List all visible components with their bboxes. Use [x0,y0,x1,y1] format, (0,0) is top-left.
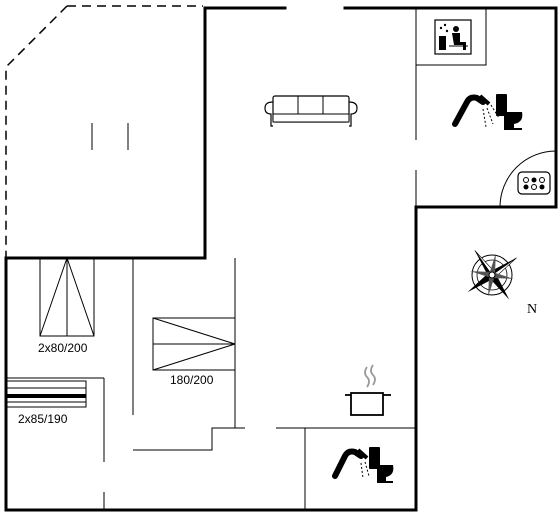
bed-2x80-200 [39,257,95,337]
bed-180-200 [152,317,236,371]
dashed-outline [5,5,203,258]
toilet-icon [496,94,523,130]
shower-icon [452,94,500,128]
bed-label-2x85-190: 2x85/190 [18,412,68,426]
whirlpool-icon [517,171,551,195]
toilet-icon-lower [369,447,394,483]
bed-label-2x80-200: 2x80/200 [38,341,88,355]
door-arc [499,150,557,208]
shower-icon-lower [332,448,370,479]
bed-label-180-200: 180/200 [170,373,214,387]
stove-pot-icon [345,364,391,416]
north-label: N [527,302,537,317]
compass-rose-icon [467,250,517,300]
walls [4,6,558,512]
sauna-icon [434,19,472,55]
sofa-icon [264,95,358,127]
bed-2x85-190 [5,380,87,408]
